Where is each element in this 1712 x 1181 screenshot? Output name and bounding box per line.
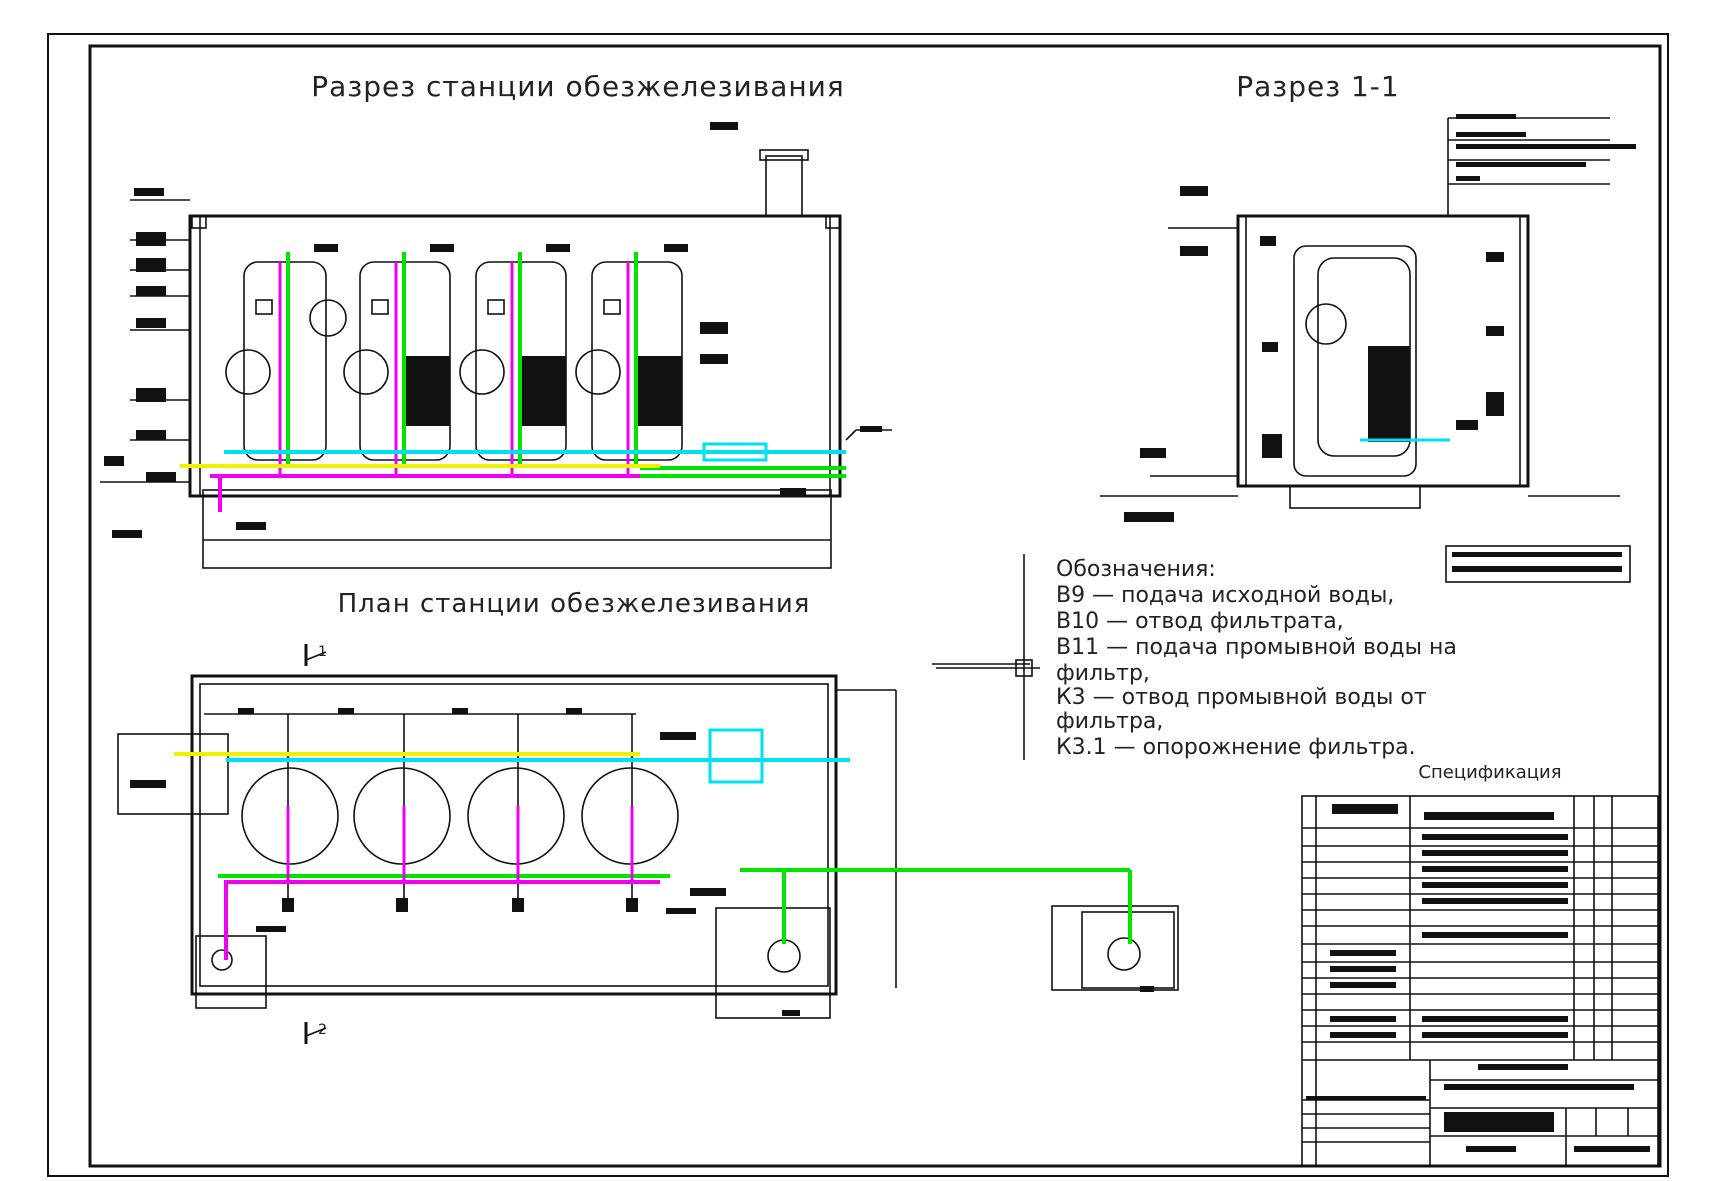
- spec-title: Спецификация: [1418, 762, 1561, 783]
- inner-frame: [88, 44, 1662, 1168]
- legend-line: фильтр,: [1056, 661, 1150, 686]
- outer-frame: [47, 33, 1669, 1177]
- legend-line: В9 — подача исходной воды,: [1056, 583, 1394, 608]
- section-1-1-title: Разрез 1-1: [1236, 70, 1399, 103]
- legend: Обозначения: В9 — подача исходной воды, …: [936, 554, 1457, 760]
- plan-drawing: 1 2: [117, 644, 1179, 1044]
- legend-line: К3 — отвод промывной воды от: [1056, 685, 1427, 710]
- plan-filter-tank: [467, 767, 565, 865]
- legend-heading: Обозначения:: [1056, 557, 1216, 582]
- section-1-1-drawing: [1100, 114, 1636, 583]
- plan-filter-tank: [241, 767, 339, 865]
- legend-line: В11 — подача промывной воды на: [1056, 635, 1457, 660]
- filter-tank: [225, 261, 347, 461]
- legend-line: К3.1 — опорожнение фильтра.: [1056, 735, 1416, 760]
- spec-table: Спецификация: [1301, 762, 1659, 1167]
- section-drawing: [100, 122, 892, 569]
- legend-line: В10 — отвод фильтрата,: [1056, 609, 1344, 634]
- filter-tank: [343, 261, 451, 461]
- legend-line: фильтра,: [1056, 709, 1163, 734]
- plan-filter-tank: [581, 767, 679, 865]
- plan-title: План станции обезжелезивания: [338, 589, 811, 619]
- section-mark-top: 1: [318, 644, 327, 660]
- filter-tank: [459, 261, 567, 461]
- plan-filter-tank: [353, 767, 451, 865]
- section-title: Разрез станции обезжелезивания: [311, 70, 844, 103]
